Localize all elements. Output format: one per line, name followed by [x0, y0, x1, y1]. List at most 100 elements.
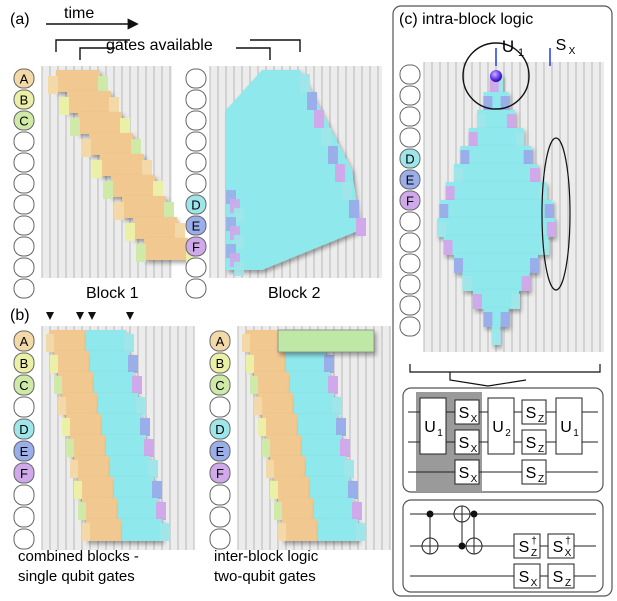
- block1-edge-right: [98, 76, 108, 94]
- qubit-pill: [185, 173, 207, 194]
- block1-edge-right: [131, 139, 141, 157]
- blockB2-band-cyan: [314, 498, 354, 520]
- blockB1-band-cyan: [118, 498, 158, 520]
- qubit-pill: [399, 253, 421, 274]
- blockC-edge-right: [511, 294, 521, 309]
- qubit-label-A: A: [20, 72, 29, 87]
- qubit-pill: [185, 215, 207, 236]
- block1-edge-left: [70, 118, 80, 136]
- qubit-label-D: D: [405, 152, 414, 167]
- block2-edge-right: [321, 128, 331, 146]
- circuit-1-gate-u2-main: U: [492, 419, 504, 436]
- block2-edge-left: [234, 262, 244, 276]
- qubit-label-A: A: [216, 334, 225, 349]
- qubit-pill: [13, 236, 35, 257]
- blockB2-band-cyan: [310, 477, 350, 499]
- u1-label: U: [502, 37, 514, 56]
- circuit-2-gate-sz-dag-main: S: [519, 539, 530, 556]
- blockB1-band-cyan: [94, 372, 134, 394]
- qubit-label-C: C: [19, 114, 28, 129]
- blockB2-edge-warm: [250, 376, 258, 394]
- qubit-pill: [399, 316, 421, 337]
- block1-band: [78, 112, 122, 134]
- qubit-pill: [209, 484, 231, 506]
- blockB1-band-orange: [62, 393, 98, 415]
- qubit-pill: [185, 152, 207, 173]
- blockB1-edge-cool: [144, 439, 154, 457]
- qubit-label-D: D: [191, 198, 200, 213]
- blockB1-edge-warm: [66, 439, 74, 457]
- blockB2-edge-cool: [348, 481, 358, 499]
- block1-edge-left: [59, 97, 69, 115]
- qubit-pill: [13, 257, 35, 278]
- qubit-pill: [13, 506, 35, 528]
- u1-highlight-ring: [462, 42, 530, 110]
- circuit-1-gate-sz3-main: S: [526, 465, 537, 482]
- qubit-label-E: E: [406, 173, 415, 188]
- block2-edge-right: [342, 182, 352, 200]
- circuit-1-gate-sx2-sub: X: [471, 444, 478, 455]
- qubit-pill: [209, 440, 231, 462]
- blockB2-edge-warm: [266, 460, 274, 478]
- circuit-1-gate-sx3: [454, 459, 480, 485]
- blockB1-band-cyan: [106, 435, 146, 457]
- circuit-1-gate-u1b-main: U: [560, 419, 572, 436]
- gates-available-bracket: [55, 39, 130, 60]
- qubit-pill: [13, 110, 35, 131]
- caption-right-1: inter-block logic: [214, 548, 319, 565]
- qubit-pill: [185, 89, 207, 110]
- circuit-1-gate-sx1-sub: X: [471, 414, 478, 425]
- blockB1-edge-cool: [148, 460, 158, 478]
- sx-label-sub: X: [569, 46, 576, 57]
- u1-label-sub: 1: [518, 47, 524, 59]
- blockC-edge-right: [523, 150, 533, 165]
- block2-edge-left: [234, 235, 244, 249]
- blockC-band: [462, 272, 530, 291]
- gates-available-bracket-right: [236, 39, 301, 60]
- circuit-1-gate-sz3-sub: Z: [538, 474, 544, 485]
- blockB2-band-orange: [262, 414, 298, 436]
- blockC-edge-right: [530, 168, 539, 183]
- blockB2-edge-cool: [324, 355, 334, 373]
- blockB1-edge-warm: [78, 502, 86, 520]
- blockC-edge-left: [477, 114, 487, 129]
- qubit-ball-icon: [490, 70, 502, 82]
- panel-c-label: (c) intra-block logic: [399, 11, 533, 28]
- blockB2-edge-warm: [262, 439, 270, 457]
- blockB1-edge-cool: [152, 481, 162, 499]
- cnot-control-dot: [426, 510, 434, 518]
- panel-a-label: (a): [10, 11, 30, 28]
- blockC-edge-left: [439, 204, 449, 219]
- circuit-1-gate-sx3-sub: X: [471, 474, 478, 485]
- caption-left-2: single qubit gates: [18, 568, 135, 585]
- qubit-pill: [185, 257, 207, 278]
- qubit-pill: [209, 374, 231, 396]
- qubit-pill: [13, 374, 35, 396]
- qubit-pill: [399, 85, 421, 106]
- blockB1-band-orange: [70, 435, 106, 457]
- qubit-pill: [399, 190, 421, 211]
- qubit-pill: [13, 131, 35, 152]
- circuit-2-gate-sx-sub: X: [531, 578, 538, 589]
- blockB2-band-orange: [278, 498, 314, 520]
- circuit-2-gate-sx: [513, 563, 541, 589]
- block1-band: [67, 91, 111, 113]
- circuit-1-gate-sx2: [454, 429, 480, 455]
- circuit-1-gate-u2: [487, 397, 515, 455]
- blockB1-band-cyan: [114, 477, 154, 499]
- circuit-2-gate-sx-dag-sub: X: [565, 548, 572, 559]
- blockC-band: [477, 110, 515, 129]
- block1-edge-left: [81, 139, 91, 157]
- edge-highlight-ellipse: [541, 137, 571, 291]
- blockB2-band-orange: [274, 477, 310, 499]
- blockB1-band-orange: [54, 351, 90, 373]
- qubit-label-A: A: [20, 334, 29, 349]
- qubit-pill: [13, 215, 35, 236]
- blockB2-band-cyan: [290, 372, 330, 394]
- qubit-pill: [399, 127, 421, 148]
- qubit-pill: [399, 295, 421, 316]
